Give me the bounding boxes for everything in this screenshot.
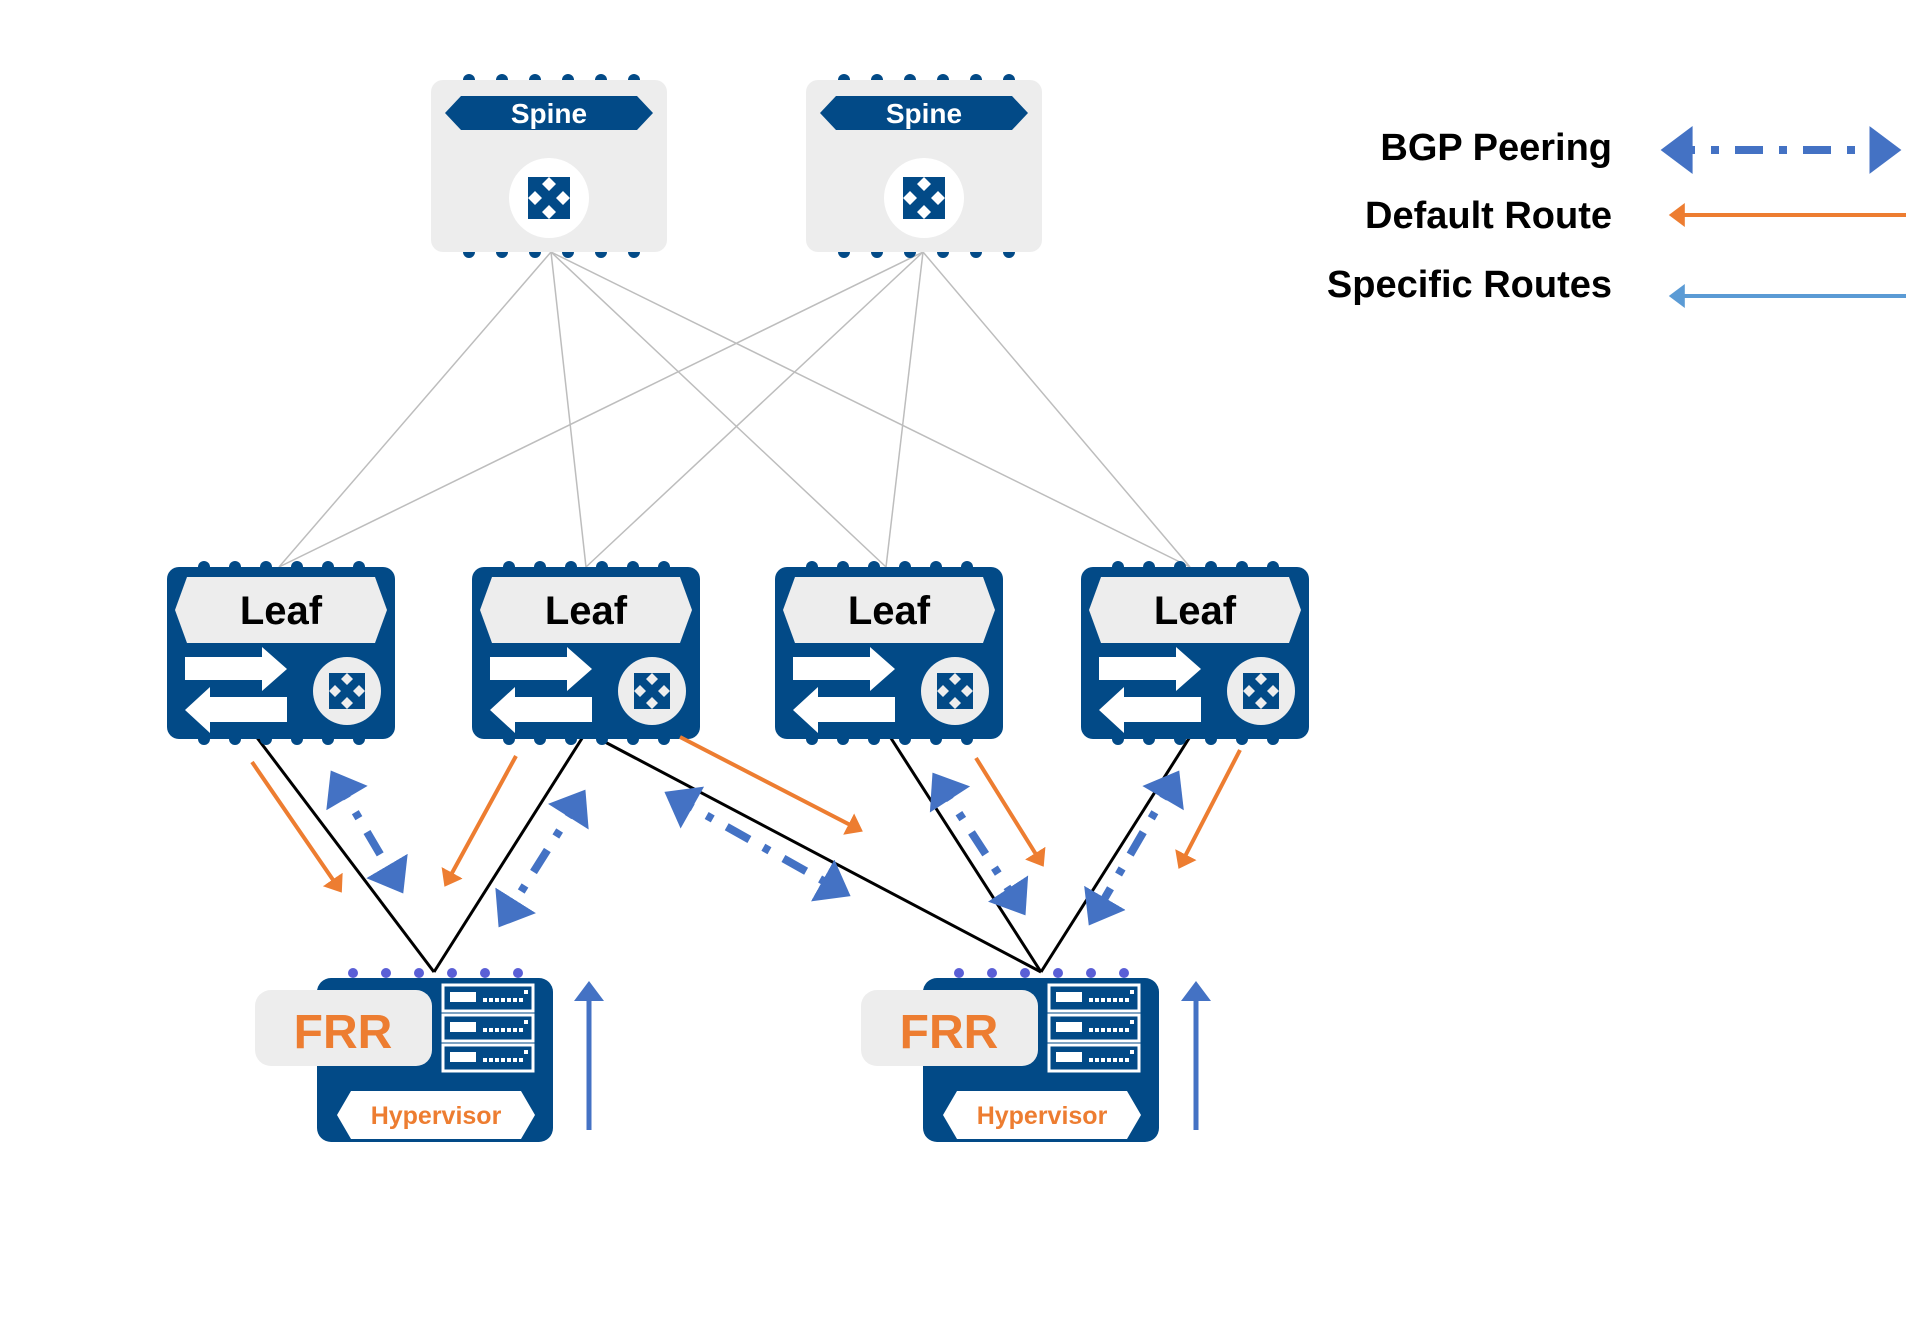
port — [1053, 968, 1063, 978]
port — [447, 968, 457, 978]
leaf-label: Leaf — [545, 589, 628, 633]
spine-leaf-link — [550, 251, 587, 568]
spine-leaf-link — [885, 251, 924, 568]
default-route-arrow — [1175, 749, 1242, 869]
port — [480, 968, 490, 978]
leaf-switch[interactable]: Leaf — [775, 561, 1003, 745]
legend-label-default-route: Default Route — [1365, 195, 1612, 237]
leaf-host-link — [585, 730, 1042, 974]
frr-label: FRR — [900, 1006, 999, 1059]
spine-switch[interactable]: Spine — [431, 74, 667, 258]
leaf-label-banner — [480, 577, 692, 643]
spine-switch[interactable]: Spine — [806, 74, 1042, 258]
switch-fabric-icon — [903, 177, 945, 219]
port — [414, 968, 424, 978]
spine-label-banner — [445, 96, 653, 130]
specific-route-arrows — [574, 981, 1211, 1130]
bgp-peering-arrow — [1084, 770, 1184, 926]
port — [954, 968, 964, 978]
port — [1020, 968, 1030, 978]
port — [381, 968, 391, 978]
spine-leaf-link — [278, 251, 924, 568]
bgp-peering-arrows — [326, 770, 1184, 928]
leaf-host-link — [1039, 731, 1195, 973]
switch-fabric-icon — [1243, 673, 1279, 709]
legend-label-specific-routes: Specific Routes — [1327, 264, 1612, 306]
leaf-switch[interactable]: Leaf — [1081, 561, 1309, 745]
leaf-label-banner — [783, 577, 995, 643]
leaf-label-banner — [175, 577, 387, 643]
default-route-arrow — [441, 755, 518, 887]
hypervisor-label-banner — [943, 1091, 1141, 1139]
spine-leaf-link — [550, 251, 887, 568]
default-route-arrows — [250, 735, 1242, 893]
spine-label: Spine — [511, 98, 587, 129]
switch-fabric-icon — [937, 673, 973, 709]
frr-badge — [861, 990, 1038, 1066]
port — [1086, 968, 1096, 978]
hypervisor-label: Hypervisor — [371, 1102, 502, 1130]
leaf-host-link — [253, 734, 436, 973]
bidirectional-traffic-icon — [1099, 647, 1201, 733]
hypervisor-host[interactable]: FRR Hypervisor — [861, 968, 1159, 1142]
default-route-arrow — [250, 760, 343, 893]
switch-fabric-icon — [329, 673, 365, 709]
leaf-label: Leaf — [848, 589, 931, 633]
bidirectional-traffic-icon — [490, 647, 592, 733]
leaf-label: Leaf — [1154, 589, 1237, 633]
legend-label-bgp-peering: BGP Peering — [1380, 127, 1612, 169]
spine-leaf-link — [922, 251, 1191, 568]
server-stack-icon — [441, 983, 535, 1073]
frr-badge — [255, 990, 432, 1066]
frr-label: FRR — [294, 1006, 393, 1059]
spine-leaf-link — [550, 251, 1191, 568]
port — [348, 968, 358, 978]
leaf-host-links — [253, 730, 1195, 974]
bgp-peering-arrow — [326, 770, 408, 894]
leaf-label-banner — [1089, 577, 1301, 643]
spine-leaf-link — [278, 251, 552, 568]
hypervisor-host[interactable]: FRR Hypervisor — [255, 968, 553, 1142]
spine-leaf-link — [585, 251, 924, 568]
hypervisor-label-banner — [337, 1091, 535, 1139]
bidirectional-traffic-icon — [185, 647, 287, 733]
leaf-switch[interactable]: Leaf — [167, 561, 395, 745]
legend: BGP Peering Default Route Specific Route… — [1327, 126, 1906, 308]
spine-leaf-links — [278, 251, 1191, 568]
port — [987, 968, 997, 978]
bgp-peering-arrow — [495, 789, 589, 928]
leaf-label: Leaf — [240, 589, 323, 633]
leaf-switch[interactable]: Leaf — [472, 561, 700, 745]
hypervisor-label: Hypervisor — [977, 1102, 1108, 1130]
leaf-host-link — [885, 731, 1043, 973]
spine-label: Spine — [886, 98, 962, 129]
server-stack-icon — [1047, 983, 1141, 1073]
port — [513, 968, 523, 978]
bidirectional-traffic-icon — [793, 647, 895, 733]
spine-label-banner — [820, 96, 1028, 130]
switch-fabric-icon — [528, 177, 570, 219]
switch-fabric-icon — [634, 673, 670, 709]
port — [1119, 968, 1129, 978]
bgp-peering-arrow — [929, 772, 1029, 916]
